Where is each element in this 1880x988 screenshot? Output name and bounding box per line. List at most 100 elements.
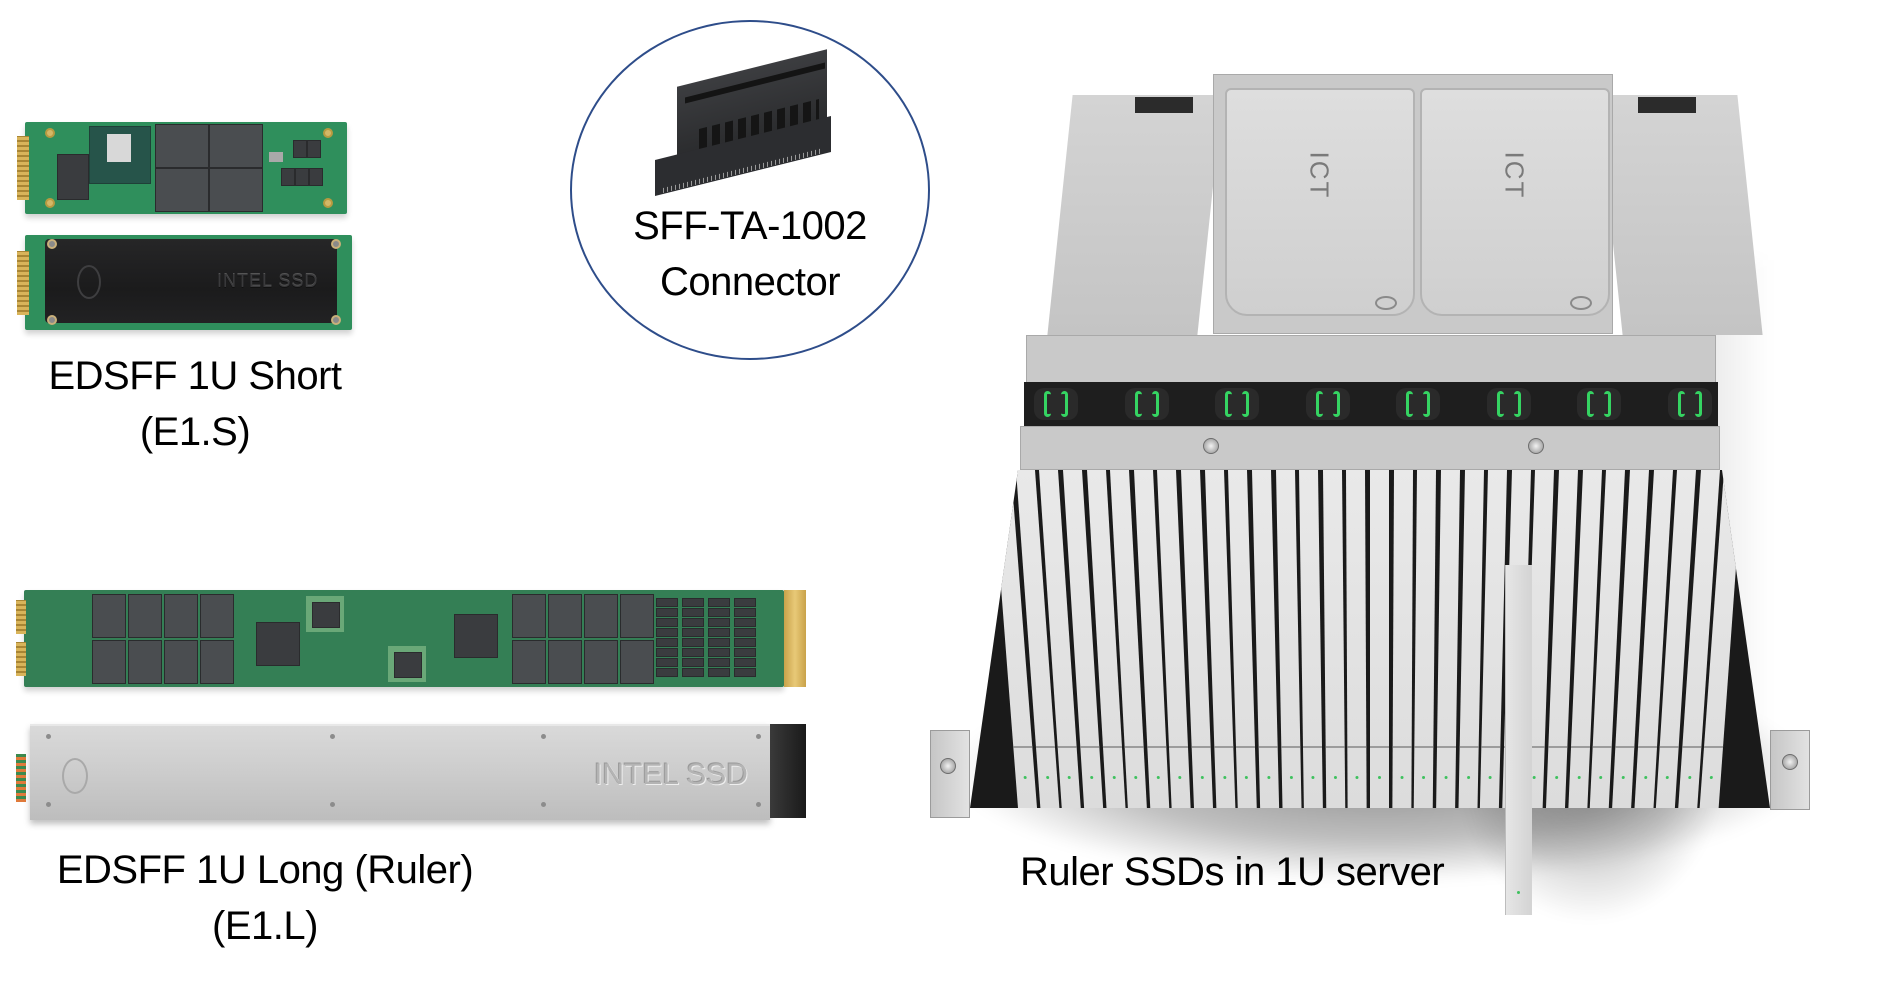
nand-chip	[164, 640, 198, 684]
chassis-crossbar	[1026, 335, 1716, 385]
dram-chip	[734, 618, 756, 627]
status-led	[1134, 776, 1138, 779]
ruler-ssd-slot	[1251, 470, 1279, 808]
psu-left-vent	[1135, 97, 1193, 113]
nand-chip	[512, 640, 546, 684]
rack-ear-right	[1770, 730, 1810, 810]
status-led	[1533, 776, 1537, 779]
ruler-ssd-slot	[1275, 470, 1301, 808]
ruler-ssd-array	[970, 470, 1770, 808]
ruler-ssd-slot	[1346, 470, 1367, 808]
dram-chip	[682, 638, 704, 647]
psu-right	[1597, 95, 1763, 335]
nand-chip	[200, 594, 234, 638]
dram-chip	[734, 638, 756, 647]
controller-chip	[256, 622, 300, 666]
connector-title: SFF-TA-1002	[633, 204, 867, 248]
dram-chip	[708, 658, 730, 667]
dram-chip	[57, 154, 89, 200]
status-led	[1356, 776, 1360, 779]
status-led	[1577, 776, 1581, 779]
edge-connector	[17, 251, 29, 315]
dram-chip	[682, 608, 704, 617]
ruler-ssd-slot	[1458, 470, 1484, 808]
nand-chip	[155, 168, 209, 212]
dram-chip	[656, 628, 678, 637]
e1l-subtitle: (E1.L)	[212, 904, 318, 948]
dram-chip	[708, 668, 730, 677]
status-led	[1466, 776, 1470, 779]
hdd-left	[1225, 88, 1415, 316]
e1s-subtitle: (E1.S)	[139, 410, 251, 454]
dram-chip	[734, 598, 756, 607]
controller-chip	[454, 614, 498, 658]
nand-chip	[548, 640, 582, 684]
dram-chip	[656, 668, 678, 677]
dram-chip	[708, 648, 730, 657]
edge-connector	[16, 600, 26, 634]
nand-chip	[200, 640, 234, 684]
fan-bar	[1024, 382, 1718, 426]
e1s-pcb-image	[17, 122, 347, 214]
fan-icon	[1668, 388, 1712, 420]
dram-chip	[734, 668, 756, 677]
nand-chip	[620, 640, 654, 684]
status-led	[1156, 776, 1160, 779]
dram-chip	[682, 628, 704, 637]
e1l-gold-end	[784, 590, 806, 687]
ruler-ssd-slot	[1414, 470, 1436, 808]
status-led	[1555, 776, 1559, 779]
hdd-right	[1420, 88, 1610, 316]
edge-connector	[17, 136, 29, 200]
dram-chip	[708, 628, 730, 637]
nand-chip	[584, 640, 618, 684]
connector-subtitle: Connector	[659, 260, 841, 304]
status-led	[1289, 776, 1293, 779]
intel-logo	[62, 758, 88, 794]
e1s-heatsink-image: INTEL SSD	[17, 235, 352, 330]
thumbscrew-left	[940, 758, 956, 774]
e1s-brand-text: INTEL SSD	[217, 271, 319, 291]
intel-logo	[1570, 296, 1592, 310]
e1l-pcb-image	[16, 590, 806, 687]
fan-icon	[1486, 388, 1531, 420]
dram-chip	[656, 638, 678, 647]
nand-chip	[584, 594, 618, 638]
fan-icon	[1305, 388, 1350, 420]
status-led	[1378, 776, 1382, 779]
dram-chip	[656, 608, 678, 617]
dram-chip	[656, 648, 678, 657]
nand-chip	[92, 640, 126, 684]
thumbscrew-right	[1782, 754, 1798, 770]
status-led	[1489, 776, 1493, 779]
dram-chip	[708, 638, 730, 647]
status-led	[1090, 776, 1094, 779]
dram-chip	[708, 608, 730, 617]
nand-chip	[92, 594, 126, 638]
server-caption: Ruler SSDs in 1U server	[1020, 850, 1445, 894]
rack-ear-left	[930, 730, 970, 818]
pulled-ruler-ssd	[1505, 565, 1532, 915]
status-led	[1046, 776, 1050, 779]
e1l-case-image: INTEL SSD	[16, 724, 808, 824]
status-led	[1245, 776, 1249, 779]
nand-chip	[164, 594, 198, 638]
status-led	[1068, 776, 1072, 779]
nand-chip	[209, 124, 263, 168]
dram-chip	[734, 608, 756, 617]
status-led	[1201, 776, 1205, 779]
dram-chip	[734, 658, 756, 667]
dram-chip	[682, 618, 704, 627]
ruler-ssd-slot	[1299, 470, 1323, 808]
nand-chip	[512, 594, 546, 638]
nand-chip	[548, 594, 582, 638]
e1l-brand-text: INTEL SSD	[594, 758, 748, 791]
intel-logo	[1375, 296, 1397, 310]
dram-chip	[708, 618, 730, 627]
dram-chip	[682, 658, 704, 667]
fan-icon	[1124, 388, 1169, 420]
status-led	[1334, 776, 1338, 779]
fan-icon	[1034, 388, 1078, 420]
nand-chip	[155, 124, 209, 168]
status-led	[1023, 776, 1028, 779]
